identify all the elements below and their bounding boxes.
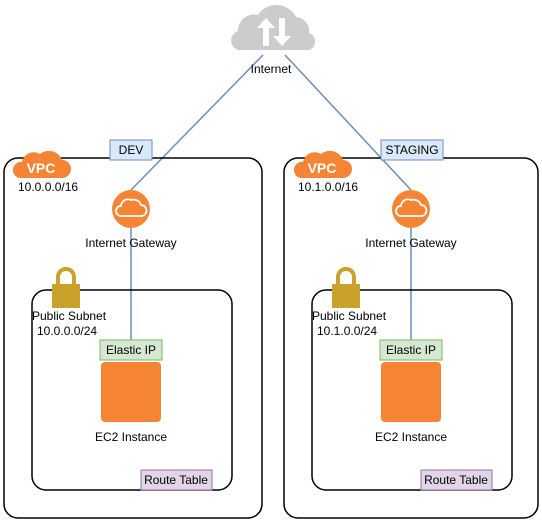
connector-internet-to-dev-gateway [130,54,264,191]
internet-label: Internet [251,62,292,76]
vpc-staging-subnet-name: Public Subnet [312,309,387,323]
vpc-staging-env-tag [380,139,444,161]
internet-cloud-icon [231,5,316,51]
vpc-dev: VPC 10.0.0.0/16 DEV Internet Gateway Pub… [3,139,263,519]
vpc-staging-subnet-lock-icon [332,267,360,308]
vpc-staging-ec2-instance-label: EC2 Instance [375,430,447,444]
connector-internet-to-staging-gateway [284,54,412,191]
vpc-staging-elastic-ip [379,339,443,361]
vpc-staging-badge-label: VPC [308,160,337,176]
vpc-dev-subnet-boundary [31,289,233,491]
vpc-dev-route-table [140,469,213,491]
vpc-staging-badge: VPC [293,150,352,178]
vpc-staging: VPC 10.1.0.0/16 STAGING Internet Gateway… [283,139,539,519]
vpc-staging-route-table [420,469,493,491]
vpc-dev-elastic-ip [99,339,163,361]
vpc-dev-elastic-ip-label: Elastic IP [106,343,156,357]
vpc-staging-cidr: 10.1.0.0/16 [298,180,358,194]
vpc-staging-route-table-label: Route Table [424,473,488,487]
vpc-dev-cidr: 10.0.0.0/16 [18,180,78,194]
vpc-dev-subnet-lock-icon [52,267,80,308]
vpc-dev-env-tag-label: DEV [119,143,144,157]
vpc-staging-subnet-cidr: 10.1.0.0/24 [317,324,377,338]
vpc-staging-ec2-instance-icon [381,362,441,422]
vpc-dev-gateway-label: Internet Gateway [85,236,176,250]
vpc-dev-ec2-instance-label: EC2 Instance [95,430,167,444]
vpc-staging-env-tag-label: STAGING [385,143,438,157]
vpc-dev-subnet-name: Public Subnet [32,309,107,323]
vpc-staging-gateway-label: Internet Gateway [365,236,456,250]
vpc-dev-route-table-label: Route Table [144,473,208,487]
vpc-staging-subnet-boundary [311,289,513,491]
vpc-staging-elastic-ip-label: Elastic IP [386,343,436,357]
vpc-staging-internet-gateway-icon [392,190,430,228]
vpc-dev-env-tag [109,139,153,161]
vpc-dev-internet-gateway-icon [112,190,150,228]
vpc-dev-ec2-instance-icon [101,362,161,422]
vpc-dev-badge-label: VPC [27,160,56,176]
vpc-dev-badge: VPC [12,150,71,178]
vpc-dev-subnet-cidr: 10.0.0.0/24 [37,324,97,338]
